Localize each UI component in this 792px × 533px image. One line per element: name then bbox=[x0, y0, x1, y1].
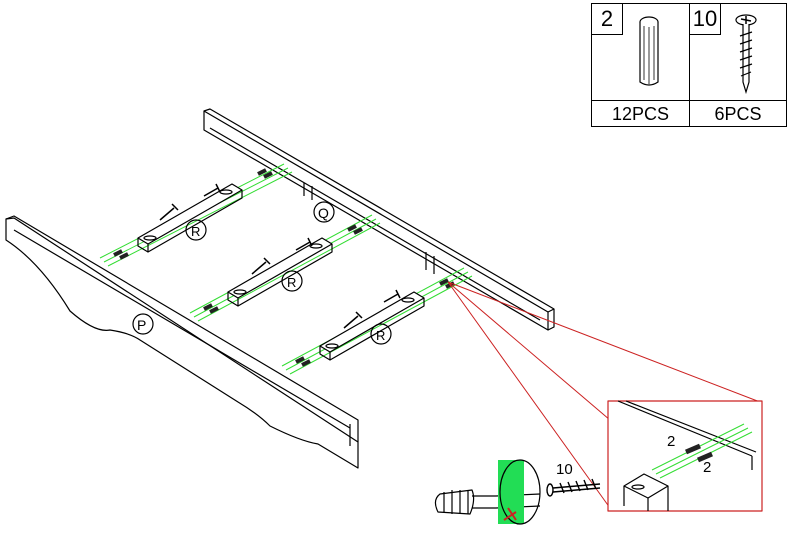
screws bbox=[159, 183, 401, 329]
detail-dowel-label-a: 2 bbox=[667, 433, 675, 450]
screw-label: 10 bbox=[556, 461, 573, 478]
part-number: 10 bbox=[690, 4, 721, 35]
label-circle-p bbox=[132, 313, 154, 335]
disk-highlight bbox=[498, 459, 541, 525]
label-circle-q bbox=[313, 201, 335, 223]
part-number: 2 bbox=[592, 4, 623, 35]
slat-1 bbox=[137, 183, 243, 253]
screwdriver bbox=[434, 489, 541, 515]
label-r2: R bbox=[287, 275, 296, 290]
dowels bbox=[113, 168, 455, 367]
screw-detail bbox=[546, 478, 601, 497]
slat-2 bbox=[227, 237, 333, 307]
label-q: Q bbox=[318, 205, 329, 221]
part-quantity-screw: 6PCS bbox=[714, 104, 762, 124]
wooden-dowel-icon bbox=[639, 16, 659, 86]
part-cell-screw: 10 bbox=[690, 4, 787, 100]
detail-dowel-label-b: 2 bbox=[703, 459, 711, 476]
front-panel bbox=[5, 215, 359, 469]
label-r3: R bbox=[376, 328, 385, 343]
label-circle-r2 bbox=[281, 270, 303, 292]
part-quantity-dowel: 12PCS bbox=[611, 104, 670, 124]
label-r1: R bbox=[191, 224, 200, 239]
parts-table: 2 10 12PCS 6PCS bbox=[591, 3, 787, 127]
label-circle-r3 bbox=[370, 323, 392, 345]
label-p: P bbox=[137, 317, 146, 333]
zoom-lines bbox=[447, 281, 761, 509]
slat-3 bbox=[319, 291, 425, 361]
wood-screw-icon bbox=[735, 14, 757, 94]
back-panel bbox=[203, 108, 555, 331]
part-cell-dowel: 2 bbox=[592, 4, 689, 100]
label-circle-r1 bbox=[185, 219, 207, 241]
detail-inset bbox=[607, 400, 763, 512]
